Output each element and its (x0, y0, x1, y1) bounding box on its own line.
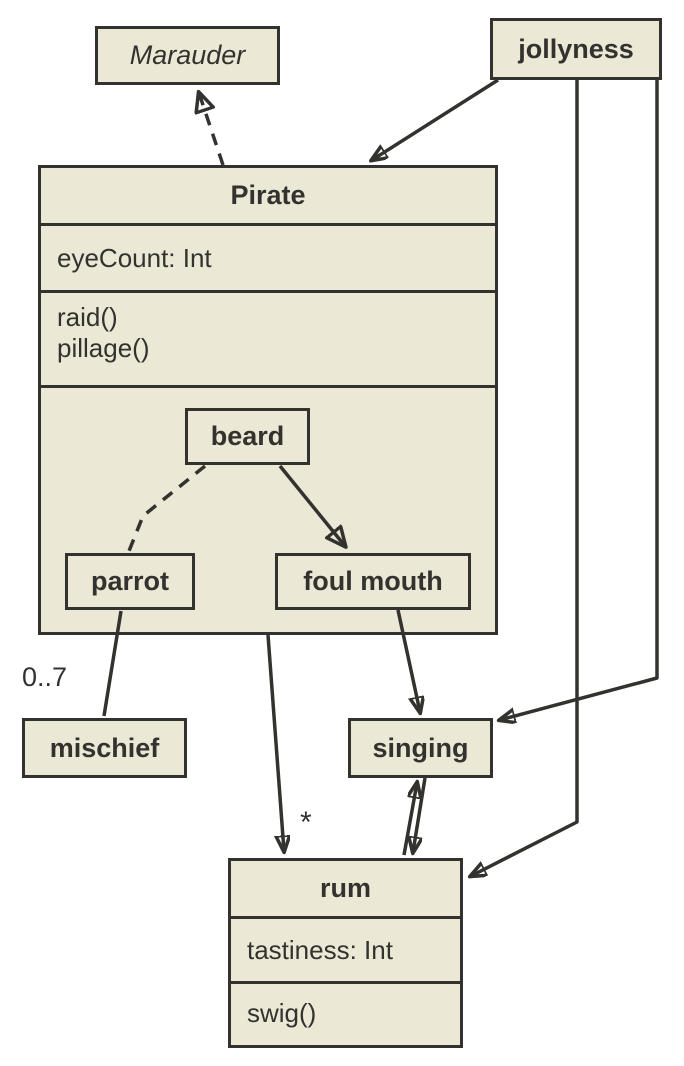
class-pirate-methods: raid() pillage() (41, 290, 495, 385)
edge-rum-singing (402, 783, 417, 856)
class-jollyness: jollyness (490, 18, 662, 80)
class-pirate-nested-compartment: beard parrot foul mouth (41, 385, 495, 632)
node-singing: singing (348, 718, 493, 778)
edge-singing-rum (413, 777, 427, 852)
node-mischief-label: mischief (49, 732, 160, 763)
node-foul-mouth-label: foul mouth (303, 566, 443, 596)
node-parrot-label: parrot (90, 566, 169, 596)
multiplicity-label-rum: * (300, 806, 312, 839)
edge-jollyness-singing (500, 80, 659, 720)
class-marauder: Marauder (95, 26, 280, 85)
class-marauder-label: Marauder (129, 40, 246, 70)
class-pirate-title: Pirate (230, 180, 306, 210)
node-singing-label: singing (372, 732, 469, 763)
node-mischief: mischief (22, 718, 187, 778)
class-pirate: Pirate eyeCount: Int raid() pillage() be… (38, 165, 498, 635)
class-jollyness-label: jollyness (518, 33, 634, 64)
class-pirate-method-raid: raid() (57, 302, 118, 332)
class-rum-title: rum (319, 873, 371, 903)
class-rum-method: swig() (231, 981, 460, 1045)
node-beard: beard (185, 408, 310, 465)
multiplicity-label-mischief: 0..7 (22, 662, 68, 692)
node-foul-mouth: foul mouth (275, 553, 471, 610)
edge-pirate-rum (266, 634, 284, 851)
node-beard-label: beard (210, 421, 285, 451)
class-rum-attribute: tastiness: Int (231, 916, 460, 981)
class-pirate-attribute: eyeCount: Int (41, 223, 495, 290)
edge-jollyness-pirate (372, 78, 499, 160)
class-rum: rum tastiness: Int swig() (228, 858, 463, 1048)
class-pirate-method-pillage: pillage() (57, 333, 150, 363)
node-parrot: parrot (65, 553, 195, 610)
edge-pirate-marauder-realization (199, 93, 225, 166)
